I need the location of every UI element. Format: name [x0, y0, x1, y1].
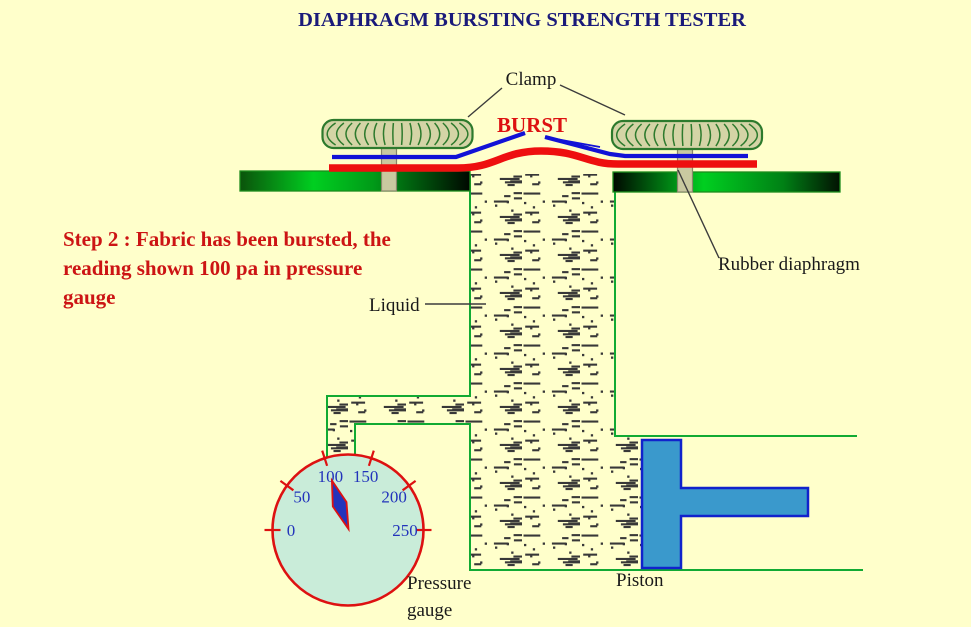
left-clamp: [321, 118, 474, 150]
clamp-arc: [634, 123, 643, 147]
fabric-strand-right: [544, 136, 601, 148]
page-title: DIAPHRAGM BURSTING STRENGTH TESTER: [298, 9, 746, 31]
gauge-tick: [321, 450, 329, 467]
clamp-arc: [698, 123, 702, 147]
right-plate: [612, 171, 841, 193]
clamp-arc: [442, 122, 450, 146]
burst-label: BURST: [497, 113, 567, 137]
piston: [640, 438, 810, 570]
rubber-diaphragm: [329, 147, 757, 172]
step-note: Step 2 : Fabric has been bursted, the re…: [63, 227, 391, 309]
clamp-arc: [706, 123, 712, 147]
gauge-needle: [330, 477, 350, 533]
clamp-arc: [723, 123, 730, 147]
gauge-tick: [367, 450, 375, 467]
clamp-arc: [748, 123, 759, 147]
clamp-arc: [434, 122, 441, 146]
clamp-arc: [458, 122, 469, 146]
clamp-leader-right: [559, 84, 626, 116]
step-note-line2: reading shown 100 pa in pressure: [63, 256, 362, 280]
clamp-arc: [345, 122, 353, 146]
gauge-scale-label: 150: [353, 467, 379, 486]
right-clamp-hatching: [615, 123, 759, 147]
liquid-label: Liquid: [369, 295, 420, 316]
pressure-gauge-label-line2: gauge: [407, 600, 452, 621]
clamp-arc: [672, 123, 676, 147]
gauge-scale-label: 250: [392, 521, 418, 540]
gauge-needle-pointer: [330, 477, 350, 533]
clamp-arc: [409, 122, 413, 146]
fabric-strand-left: [471, 132, 526, 152]
clamp-arc: [681, 123, 684, 147]
piston-label: Piston: [616, 570, 664, 591]
clamp-arc: [425, 122, 432, 146]
clamp-arc: [653, 123, 659, 147]
step-note-line3: gauge: [63, 285, 116, 309]
clamp-arc: [644, 123, 651, 147]
step-note-line1: Step 2 : Fabric has been bursted, the: [63, 227, 391, 251]
rubber-diaphragm-label: Rubber diaphragm: [718, 254, 860, 275]
clamp-arc: [363, 122, 370, 146]
clamp-arc: [417, 122, 422, 146]
gauge-scale-label: 0: [287, 521, 296, 540]
clamp-arc: [326, 122, 337, 146]
clamp-arc: [400, 122, 403, 146]
clamp-arc: [354, 122, 361, 146]
pressure-gauge-label-line1: Pressure: [407, 573, 471, 594]
clamp-label: Clamp: [506, 69, 557, 90]
clamp-arc: [662, 123, 668, 147]
gauge-tick: [279, 480, 295, 492]
clamp-arc: [690, 123, 693, 147]
fabric-burst-right: [544, 134, 748, 159]
liquid-region: [327, 174, 642, 568]
clamp-arc: [450, 122, 460, 146]
clamp-arc: [731, 123, 740, 147]
clamp-arc: [392, 122, 395, 146]
clamp-arc: [625, 123, 634, 147]
right-clamp: [610, 119, 764, 151]
clamp-arc: [335, 122, 345, 146]
vessel-outline: [326, 174, 863, 571]
left-clamp-hatching: [326, 122, 469, 146]
gauge-scale-label: 100: [318, 467, 344, 486]
left-plate: [239, 170, 471, 192]
clamp-arc: [740, 123, 749, 147]
gauge-tick: [401, 480, 417, 492]
gauge-scale-label: 50: [293, 488, 310, 507]
clamp-arc: [615, 123, 626, 147]
gauge-scale-label: 200: [381, 488, 407, 507]
fabric-burst: [332, 131, 748, 160]
rubber-diaphragm-leader: [677, 169, 720, 259]
clamp-arc: [373, 122, 378, 146]
clamp-arc: [715, 123, 721, 147]
clamp-arc: [382, 122, 386, 146]
clamp-leader-left: [467, 87, 503, 118]
